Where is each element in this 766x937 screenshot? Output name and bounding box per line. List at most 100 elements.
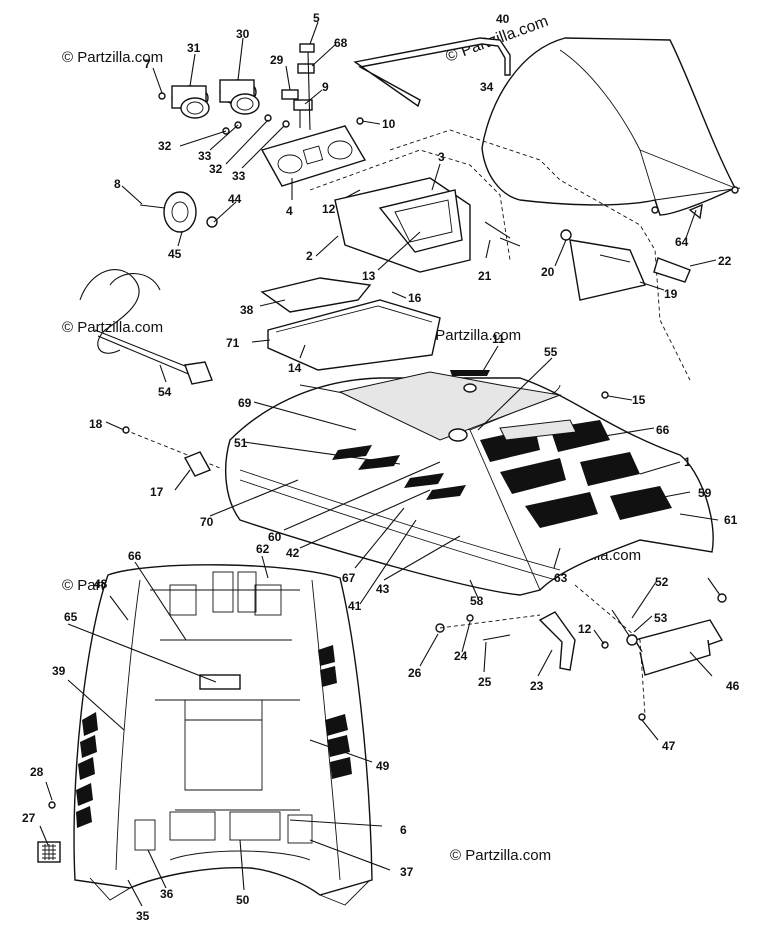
callout-13: 13: [362, 269, 376, 283]
callout-1: 1: [684, 455, 691, 469]
callout-63: 63: [554, 571, 568, 585]
callout-40: 40: [496, 12, 510, 26]
callout-16: 16: [408, 291, 422, 305]
callout-9: 9: [322, 80, 329, 94]
callout-52: 52: [655, 575, 669, 589]
callout-51: 51: [234, 436, 248, 450]
callout-68: 68: [334, 36, 348, 50]
callout-54: 54: [158, 385, 172, 399]
callout-43: 43: [376, 582, 390, 596]
callout-38: 38: [240, 303, 254, 317]
callout-37: 37: [400, 865, 414, 879]
callout-19: 19: [664, 287, 678, 301]
watermark-bottom-right: © Partzilla.com: [450, 847, 551, 864]
gauge-tachometer: [171, 85, 210, 119]
bracket: [184, 451, 211, 477]
callout-61: 61: [724, 513, 738, 527]
callout-60: 60: [268, 530, 282, 544]
leader-lines: [39, 21, 719, 907]
callout-62: 62: [256, 542, 270, 556]
callout-14: 14: [288, 361, 302, 375]
callout-66-b: 66: [128, 549, 142, 563]
callout-25: 25: [478, 675, 492, 689]
callout-70: 70: [200, 515, 214, 529]
callout-27: 27: [22, 811, 36, 825]
callout-39: 39: [52, 664, 66, 678]
switch-5: [299, 43, 315, 53]
callout-64: 64: [675, 235, 689, 249]
callout-34: 34: [480, 80, 494, 94]
callout-12-a: 12: [322, 202, 336, 216]
callout-17: 17: [150, 485, 164, 499]
callout-12-b: 12: [578, 622, 592, 636]
watermark-top-left: © Partzilla.com: [62, 49, 163, 66]
callout-15: 15: [632, 393, 646, 407]
access-panel: [267, 299, 441, 371]
watermark-center: © Partzilla.com: [420, 327, 521, 344]
callout-69: 69: [238, 396, 252, 410]
callout-7: 7: [144, 57, 151, 71]
callout-labels: 5 40 31 30 68 7 29 9 34 10 32 33 32 33 3…: [22, 11, 740, 923]
callout-31: 31: [187, 41, 201, 55]
callout-30: 30: [236, 27, 250, 41]
callout-8: 8: [114, 177, 121, 191]
belly-pan: [73, 564, 373, 906]
callout-55: 55: [544, 345, 558, 359]
callout-41: 41: [348, 599, 362, 613]
callout-5: 5: [313, 11, 320, 25]
gauge-speedometer: [219, 79, 260, 115]
wiring-harness: [79, 269, 213, 385]
callout-32-a: 32: [158, 139, 172, 153]
hood: [225, 370, 714, 596]
watermark-mid-left: © Partzilla.com: [62, 319, 163, 336]
callout-3: 3: [438, 150, 445, 164]
callout-58: 58: [470, 594, 484, 608]
callout-47: 47: [662, 739, 676, 753]
callout-29: 29: [270, 53, 284, 67]
callout-20: 20: [541, 265, 555, 279]
windshield-rod: [353, 37, 511, 108]
console: [334, 177, 511, 273]
callout-66-a: 66: [656, 423, 670, 437]
callout-50: 50: [236, 893, 250, 907]
callout-11: 11: [492, 332, 505, 346]
callout-18: 18: [89, 417, 103, 431]
callout-28: 28: [30, 765, 44, 779]
callout-2: 2: [306, 249, 313, 263]
callout-67: 67: [342, 571, 356, 585]
gauge-panel: [260, 125, 367, 187]
switch-29: [281, 89, 299, 100]
callout-45: 45: [168, 247, 182, 261]
callout-21: 21: [478, 269, 492, 283]
latch-hook: [538, 611, 576, 671]
callout-26: 26: [408, 666, 422, 680]
callout-10: 10: [382, 117, 396, 131]
callout-53: 53: [654, 611, 668, 625]
callout-71: 71: [226, 336, 240, 350]
pad: [260, 277, 372, 313]
windshield-base-outline: [389, 129, 691, 381]
switch-68: [297, 63, 315, 74]
callout-35: 35: [136, 909, 150, 923]
callout-46: 46: [726, 679, 740, 693]
callout-36: 36: [160, 887, 174, 901]
callout-33-b: 33: [232, 169, 246, 183]
callout-65: 65: [64, 610, 78, 624]
callout-23: 23: [530, 679, 544, 693]
callout-6: 6: [400, 823, 407, 837]
callout-33-a: 33: [198, 149, 212, 163]
callout-22: 22: [718, 254, 732, 268]
callout-44: 44: [228, 192, 242, 206]
switch-9: [293, 99, 313, 111]
callout-42: 42: [286, 546, 300, 560]
callout-49: 49: [376, 759, 390, 773]
cable-bracket: [569, 239, 646, 301]
callout-32-b: 32: [209, 162, 223, 176]
screw-7: [158, 92, 166, 100]
callout-48: 48: [94, 577, 108, 591]
callout-59: 59: [698, 486, 712, 500]
grommet: [653, 257, 691, 283]
windshield: [481, 37, 741, 216]
callout-24: 24: [454, 649, 468, 663]
